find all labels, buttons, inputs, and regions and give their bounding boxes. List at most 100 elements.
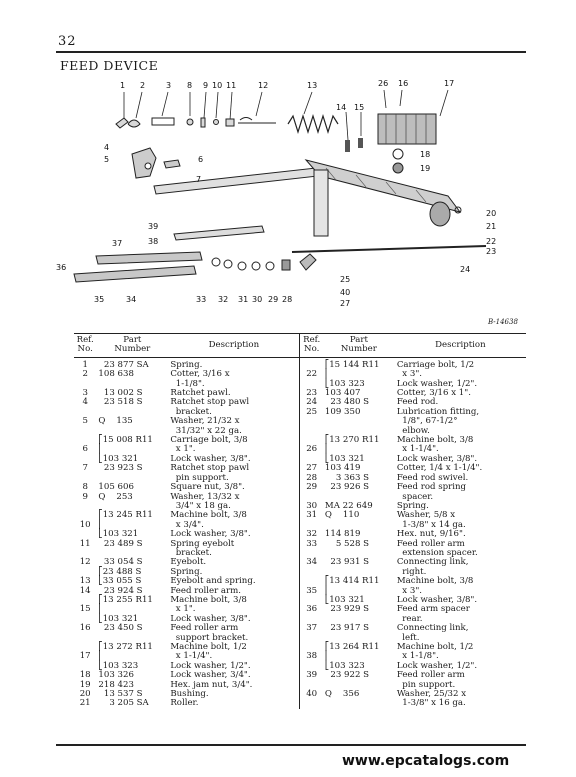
right-desc-cell: x 3". [396, 585, 423, 596]
callout-39: 39 [148, 222, 158, 231]
left-part-cell: 3 205 SA [98, 698, 149, 709]
table-row: 17⎢ x 1-1/4".38⎢ x 1-1/8". [74, 651, 526, 662]
right-part-cell [323, 417, 395, 426]
right-ref-cell [299, 699, 323, 709]
left-ref-cell: 15 [79, 604, 91, 615]
callout-38: 38 [148, 237, 158, 246]
right-part-cell: ⎣103 323 [324, 378, 365, 389]
right-part-cell: ⎡13 414 R11 [324, 576, 380, 587]
left-part-cell: 23 450 S [98, 623, 143, 634]
right-part-cell: MA 22 649 [324, 500, 373, 511]
right-desc-cell: Feed rod swivel. [396, 472, 469, 483]
left-ref-cell: 17 [79, 651, 91, 662]
left-ref-cell [74, 634, 96, 643]
right-part-cell: ⎢ [324, 651, 330, 662]
bottom-rule [56, 744, 526, 746]
right-ref-cell: 37 [299, 623, 323, 634]
top-rule [56, 51, 526, 53]
header-ref-right: Ref. No. [299, 333, 323, 358]
left-ref-cell: 12 [79, 557, 91, 568]
header-desc-left: Description [168, 333, 300, 358]
right-part-cell: ⎡13 264 R11 [324, 642, 380, 652]
right-desc-cell: Machine bolt, 3/8 [396, 576, 474, 587]
left-part-cell: Q 253 [98, 491, 133, 502]
right-ref-cell [299, 643, 323, 653]
callout-14: 14 [336, 103, 346, 112]
callout-27: 27 [340, 299, 350, 308]
right-desc-cell: Washer, 5/8 x [396, 510, 456, 521]
right-desc-cell: Hex. nut, 9/16". [396, 529, 466, 540]
table-row: bracket. extension spacer. [74, 548, 526, 559]
left-ref-cell: 16 [79, 623, 91, 634]
callout-16: 16 [398, 79, 408, 88]
left-part-cell: ⎣103 323 [98, 660, 139, 671]
right-part-cell: ⎢ [324, 444, 330, 455]
left-desc-cell: Hex. jam nut, 3/4". [170, 679, 253, 690]
right-ref-cell: 34 [299, 557, 323, 568]
left-ref-cell: 11 [79, 538, 91, 549]
right-desc-cell: Connecting link, [396, 623, 469, 634]
right-ref-cell: 31 [299, 510, 323, 521]
left-desc-cell: Carriage bolt, 3/8 [170, 435, 248, 446]
callout-40: 40 [340, 288, 350, 297]
right-desc-cell: x 1-1/4". [396, 444, 439, 455]
left-ref-cell: 8 [82, 482, 88, 493]
footer-url: www.epcatalogs.com [342, 753, 510, 769]
left-desc-cell: Eyebolt and spring. [170, 576, 256, 587]
right-ref-cell: 33 [299, 539, 323, 549]
callout-8: 8 [187, 81, 192, 90]
left-desc-cell: Washer, 21/32 x [170, 416, 240, 427]
left-part-cell: Q 135 [98, 416, 133, 427]
callout-24: 24 [460, 265, 470, 274]
left-part-cell: 23 923 S [98, 463, 143, 474]
callout-12: 12 [258, 81, 268, 90]
right-desc-cell: Feed rod. [396, 397, 439, 408]
left-desc-cell: pin support. [170, 472, 229, 483]
callout-29: 29 [268, 295, 278, 304]
callout-11: 11 [226, 81, 236, 90]
left-desc-cell: Ratchet pawl. [170, 388, 231, 399]
callout-13: 13 [307, 81, 317, 90]
left-desc-cell: bracket. [170, 406, 212, 417]
left-desc-cell: Lock washer, 3/8". [170, 529, 251, 540]
right-ref-cell [299, 595, 323, 606]
left-desc-cell: Eyebolt. [170, 557, 207, 568]
right-part-cell: ⎣103 323 [324, 660, 365, 671]
right-part-cell: 5 528 S [324, 538, 370, 549]
right-desc-cell: Lock washer, 3/8". [396, 594, 478, 605]
right-desc-cell: left. [396, 632, 420, 643]
right-ref-cell: 25 [299, 407, 323, 418]
page-number: 32 [58, 34, 77, 49]
left-ref-cell: 9 [82, 491, 88, 502]
left-desc-cell: Lock washer, 3/8". [170, 613, 251, 624]
callout-19: 19 [420, 164, 430, 173]
left-desc-cell: Ratchet stop pawl [170, 463, 250, 474]
left-desc-cell: Feed roller arm. [170, 585, 242, 596]
right-part-cell: 23 926 S [324, 482, 370, 493]
callout-5: 5 [104, 155, 109, 164]
left-desc-cell: Spring. [170, 359, 203, 370]
callout-30: 30 [252, 295, 262, 304]
left-part-cell: ⎡13 245 R11 [98, 510, 153, 521]
right-part-cell: 23 480 S [324, 397, 370, 408]
right-part-cell: ⎢ [324, 369, 330, 380]
right-ref-cell [299, 436, 323, 446]
right-ref-cell: 35 [299, 586, 323, 596]
right-ref-cell [299, 567, 323, 578]
left-ref-cell: 18 [79, 670, 91, 681]
right-desc-cell: elbow. [396, 425, 430, 436]
right-ref-cell: 29 [299, 482, 323, 493]
left-desc-cell: Spring. [170, 566, 203, 577]
right-desc-cell: spacer. [396, 491, 434, 502]
left-ref-cell [74, 502, 96, 511]
